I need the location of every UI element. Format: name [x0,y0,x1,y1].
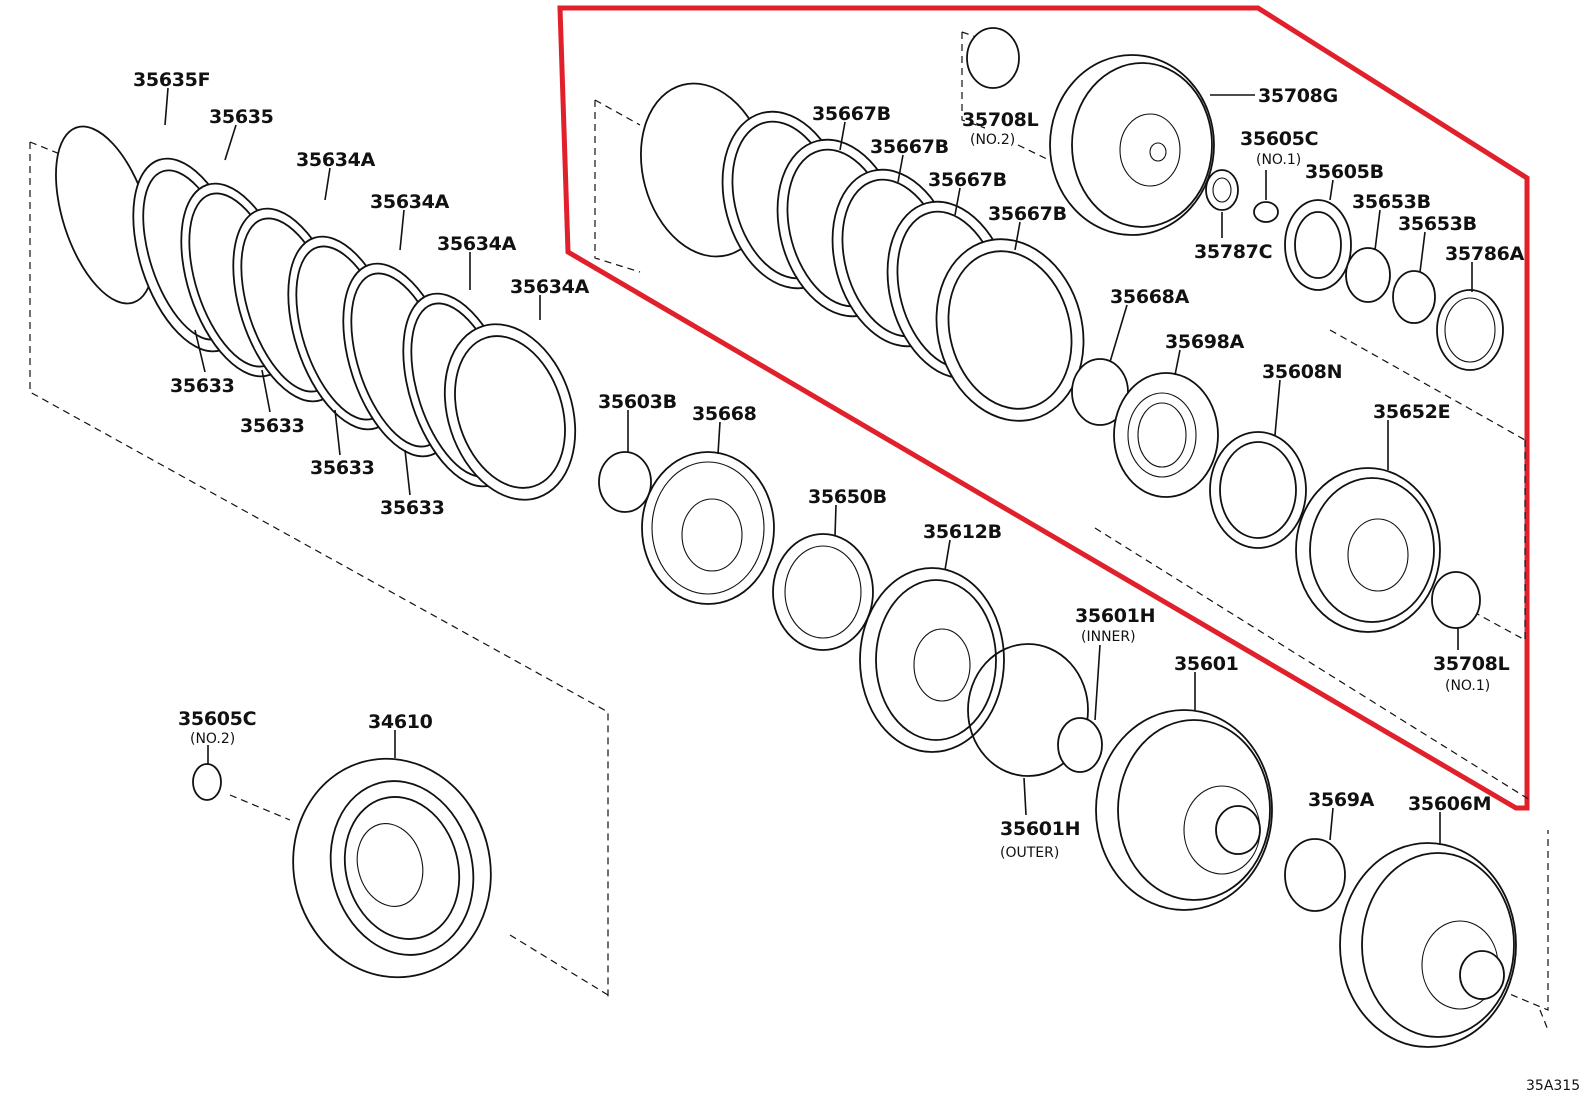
callout-35653B: 35653B [1352,191,1431,213]
callout-35667B: 35667B [870,136,949,158]
clutch-pack-right [640,82,1085,422]
bottom-parts [192,709,1517,1048]
callout-35605C-no1: 35605C [1240,128,1318,150]
callout-35708L-no2: 35708L [962,109,1039,131]
callout-35601H-outer: 35601H [1000,818,1080,840]
callout-35635F: 35635F [133,69,210,91]
callout-35605B: 35605B [1305,161,1384,183]
callout-35601: 35601 [1174,653,1239,675]
reference-code: 35A315 [1526,1078,1580,1094]
callout-35601H-outer-sub: (OUTER) [1000,845,1059,861]
callout-35608N: 35608N [1262,361,1342,383]
callout-3569A: 3569A [1308,789,1375,811]
callout-35667B: 35667B [988,203,1067,225]
callout-35667B: 35667B [928,169,1007,191]
callout-35668: 35668 [692,403,757,425]
callout-35633: 35633 [380,497,445,519]
callout-35612B: 35612B [923,521,1002,543]
callout-35635: 35635 [209,106,274,128]
callout-35605C-no2-sub: (NO.2) [190,731,235,747]
callout-34610: 34610 [368,711,433,733]
callout-35634A: 35634A [437,233,517,255]
upper-right-parts [966,27,1504,371]
callout-35603B: 35603B [598,391,677,413]
leader-lines [164,87,1473,845]
callout-35601H-inner-sub: (INNER) [1081,629,1136,645]
callout-35634A: 35634A [296,149,376,171]
callout-35605C-no2: 35605C [178,708,256,730]
callout-35606M: 35606M [1408,793,1491,815]
callout-35667B: 35667B [812,103,891,125]
callout-35633: 35633 [310,457,375,479]
callout-35633: 35633 [170,375,235,397]
callout-35786A: 35786A [1445,243,1525,265]
middle-right-parts [1071,358,1481,633]
callout-35634A: 35634A [510,276,590,298]
callout-35633: 35633 [240,415,305,437]
callout-35698A: 35698A [1165,331,1245,353]
callout-35668A: 35668A [1110,286,1190,308]
assembly-guide-lines [29,31,1549,1031]
callout-35708G: 35708G [1258,85,1338,107]
callout-labels: 35635F 35635 35634A 35634A 35634A 35634A… [133,69,1580,1094]
callout-35634A: 35634A [370,191,450,213]
callout-35708L-no1: 35708L [1433,653,1510,675]
callout-35708L-no1-sub: (NO.1) [1445,678,1490,694]
callout-35605C-no1-sub: (NO.1) [1256,152,1301,168]
clutch-pack-left [55,125,577,501]
callout-35787C: 35787C [1194,241,1272,263]
middle-left-parts [598,451,1103,777]
callout-35601H-inner: 35601H [1075,605,1155,627]
callout-35652E: 35652E [1373,401,1450,423]
callout-35708L-no2-sub: (NO.2) [970,132,1015,148]
callout-35653B: 35653B [1398,213,1477,235]
callout-35650B: 35650B [808,486,887,508]
highlight-region [557,5,1530,811]
